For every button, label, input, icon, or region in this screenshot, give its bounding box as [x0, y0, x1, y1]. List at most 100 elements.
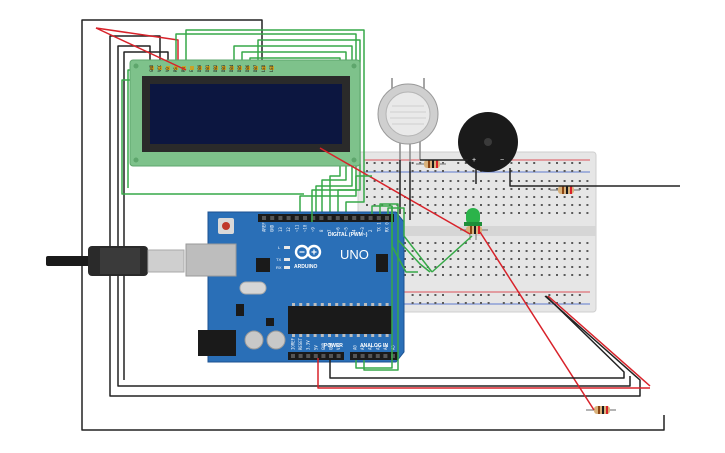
- digital-pin-label: 4: [352, 229, 357, 232]
- resistor-2[interactable]: [550, 186, 580, 194]
- lcd-pin[interactable]: [222, 66, 226, 70]
- lcd-pin[interactable]: [270, 66, 274, 70]
- lcd-pin[interactable]: [150, 66, 154, 70]
- digital-pin-hole[interactable]: [344, 216, 348, 220]
- digital-pin-hole[interactable]: [262, 216, 266, 220]
- bottom-pin-hole[interactable]: [291, 354, 295, 358]
- digital-pin-hole[interactable]: [376, 216, 381, 220]
- digital-pin-hole[interactable]: [270, 216, 275, 220]
- bottom-pin-hole[interactable]: [353, 354, 357, 358]
- lcd-pin[interactable]: [246, 66, 250, 70]
- board-model-text: UNO: [340, 247, 369, 262]
- lcd-pin-label: GND: [149, 64, 154, 72]
- lcd-pin-label: E: [189, 69, 194, 72]
- digital-pin-hole[interactable]: [335, 216, 340, 220]
- analog-header[interactable]: [350, 352, 398, 360]
- bottom-pin-hole[interactable]: [306, 354, 311, 358]
- bottom-pin-label: GND: [329, 342, 334, 350]
- capacitor: [266, 330, 286, 350]
- digital-pin-hole[interactable]: [278, 216, 283, 220]
- icsp-header: [376, 254, 388, 272]
- bottom-pin-label: IOREF: [291, 337, 296, 350]
- resistor-4[interactable]: [586, 406, 616, 414]
- bottom-pin-hole[interactable]: [298, 354, 303, 358]
- usb-port[interactable]: [185, 243, 237, 277]
- digital-pin-hole[interactable]: [352, 216, 357, 220]
- lcd-pin[interactable]: [190, 66, 194, 70]
- digital-pin-hole[interactable]: [385, 216, 389, 220]
- bottom-pin-label: GND: [321, 342, 326, 350]
- bottom-pin-hole[interactable]: [383, 354, 388, 358]
- bottom-pin-hole[interactable]: [368, 354, 373, 358]
- lcd-pin[interactable]: [198, 66, 202, 70]
- bottom-pin-label: A2: [368, 345, 373, 350]
- gas-sensor[interactable]: [377, 78, 439, 162]
- arduino-uno-board[interactable]: UNO ARDUINO DIGITAL (PWM~) POWER ANALOG …: [185, 211, 405, 363]
- bottom-pin-hole[interactable]: [321, 354, 326, 358]
- digital-pin-label: 8: [319, 229, 324, 232]
- digital-pin-label: AREF: [262, 222, 267, 232]
- digital-pin-hole[interactable]: [368, 216, 373, 220]
- digital-pin-hole[interactable]: [311, 216, 316, 220]
- lcd-pin[interactable]: [214, 66, 218, 70]
- power-label: POWER: [324, 343, 343, 349]
- digital-pin-label: 13: [278, 227, 283, 232]
- tx-led: [284, 258, 290, 261]
- bottom-pin-label: A0: [353, 345, 358, 350]
- resistor-1[interactable]: [416, 160, 446, 168]
- buzzer-plus-label: +: [472, 157, 476, 164]
- capacitor: [244, 330, 264, 350]
- bottom-pin-label: A5: [391, 345, 396, 350]
- digital-pin-label: ~10: [303, 224, 308, 232]
- lcd-pin[interactable]: [206, 66, 210, 70]
- bottom-pin-hole[interactable]: [360, 354, 365, 358]
- lcd-pin[interactable]: [230, 66, 234, 70]
- bottom-pin-label: Vin: [336, 342, 341, 350]
- resistor-3[interactable]: [460, 226, 488, 234]
- digital-pin-hole[interactable]: [303, 216, 307, 220]
- digital-header[interactable]: [258, 214, 394, 222]
- lcd-pin-label: RS: [173, 67, 178, 72]
- digital-pin-hole[interactable]: [327, 216, 332, 220]
- lcd-pin-label: DB3: [221, 64, 226, 72]
- lcd-pin[interactable]: [262, 66, 266, 70]
- lcd-pin[interactable]: [158, 66, 162, 70]
- lcd-screen: [150, 84, 342, 144]
- piezo-buzzer[interactable]: + −: [458, 112, 518, 172]
- digital-pin-label: ~5: [344, 227, 349, 232]
- small-chip: [266, 318, 274, 326]
- lcd-pin[interactable]: [166, 66, 170, 70]
- bottom-pin-label: A3: [375, 345, 380, 350]
- bottom-pin-label: RESET: [298, 337, 303, 350]
- lcd-pin-label: DB0: [197, 64, 202, 72]
- bottom-pin-hole[interactable]: [336, 354, 341, 358]
- digital-pin-hole[interactable]: [360, 216, 365, 220]
- lcd-pin[interactable]: [238, 66, 242, 70]
- rx-led: [284, 266, 290, 269]
- lcd-pin[interactable]: [182, 66, 186, 70]
- bottom-pin-label: A1: [360, 345, 365, 350]
- bottom-pin-label: 5V: [313, 345, 318, 350]
- power-jack[interactable]: [198, 330, 236, 356]
- lcd-pin[interactable]: [174, 66, 178, 70]
- digital-pin-label: 7: [327, 229, 332, 232]
- digital-pin-hole[interactable]: [286, 216, 291, 220]
- bottom-pin-hole[interactable]: [391, 354, 395, 358]
- arduino-infinity-logo: [294, 244, 322, 260]
- digital-pin-hole[interactable]: [319, 216, 324, 220]
- usb-chip: [256, 258, 270, 272]
- reset-button-cap[interactable]: [222, 222, 230, 230]
- lcd-pin-label: LED: [269, 64, 274, 72]
- bottom-pin-hole[interactable]: [329, 354, 333, 358]
- digital-pin-hole[interactable]: [294, 216, 299, 220]
- bottom-pin-hole[interactable]: [313, 354, 318, 358]
- lcd-pin[interactable]: [254, 66, 258, 70]
- lcd-pin-label: V0: [165, 67, 170, 72]
- atmega-chip: [288, 306, 392, 334]
- l-label: L: [278, 245, 281, 250]
- digital-pin-label: ~9: [311, 227, 316, 232]
- bottom-pin-hole[interactable]: [375, 354, 380, 358]
